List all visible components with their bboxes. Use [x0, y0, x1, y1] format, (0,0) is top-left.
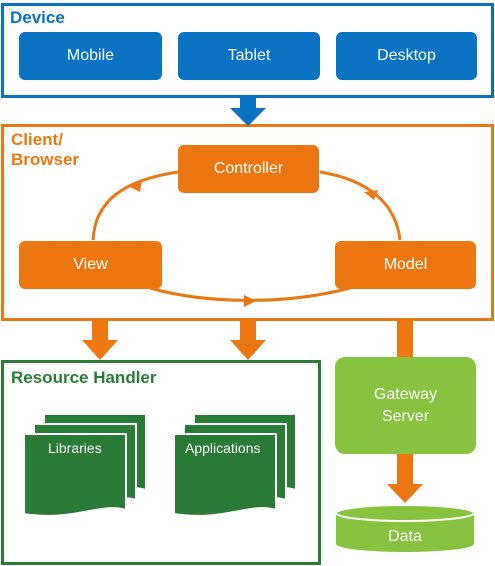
- cycle-model-to-controller: [319, 170, 402, 241]
- arrow-gateway-to-data: [387, 452, 423, 503]
- view-box[interactable]: View: [19, 241, 162, 289]
- arrow-client-to-gateway: [397, 321, 413, 358]
- client-browser-title: Client/ Browser: [11, 130, 80, 169]
- cycle-controller-to-view: [91, 170, 179, 241]
- applications-document-stack-icon: [173, 413, 297, 517]
- cycle-arrowhead-view: [130, 180, 142, 192]
- device-title: Device: [10, 8, 65, 27]
- model-box[interactable]: Model: [335, 241, 476, 289]
- data-label: Data: [388, 528, 422, 545]
- cycle-arrowhead-controller: [364, 190, 378, 200]
- applications-label: Applications: [185, 440, 261, 456]
- device-mobile[interactable]: Mobile: [19, 32, 162, 80]
- gateway-server-box[interactable]: Gateway Server: [335, 357, 476, 454]
- libraries-label: Libraries: [48, 440, 102, 456]
- arrow-client-to-resource-left: [82, 321, 118, 360]
- arrow-client-to-resource-right: [230, 321, 266, 360]
- libraries-document-stack-icon: [23, 413, 147, 517]
- controller-box[interactable]: Controller: [178, 145, 319, 193]
- cycle-arrowhead-model: [244, 295, 256, 307]
- arrow-device-to-client: [230, 98, 266, 126]
- resource-handler-title: Resource Handler: [11, 368, 157, 387]
- database-icon: [335, 504, 475, 552]
- device-tablet[interactable]: Tablet: [178, 32, 320, 80]
- device-desktop[interactable]: Desktop: [336, 32, 477, 80]
